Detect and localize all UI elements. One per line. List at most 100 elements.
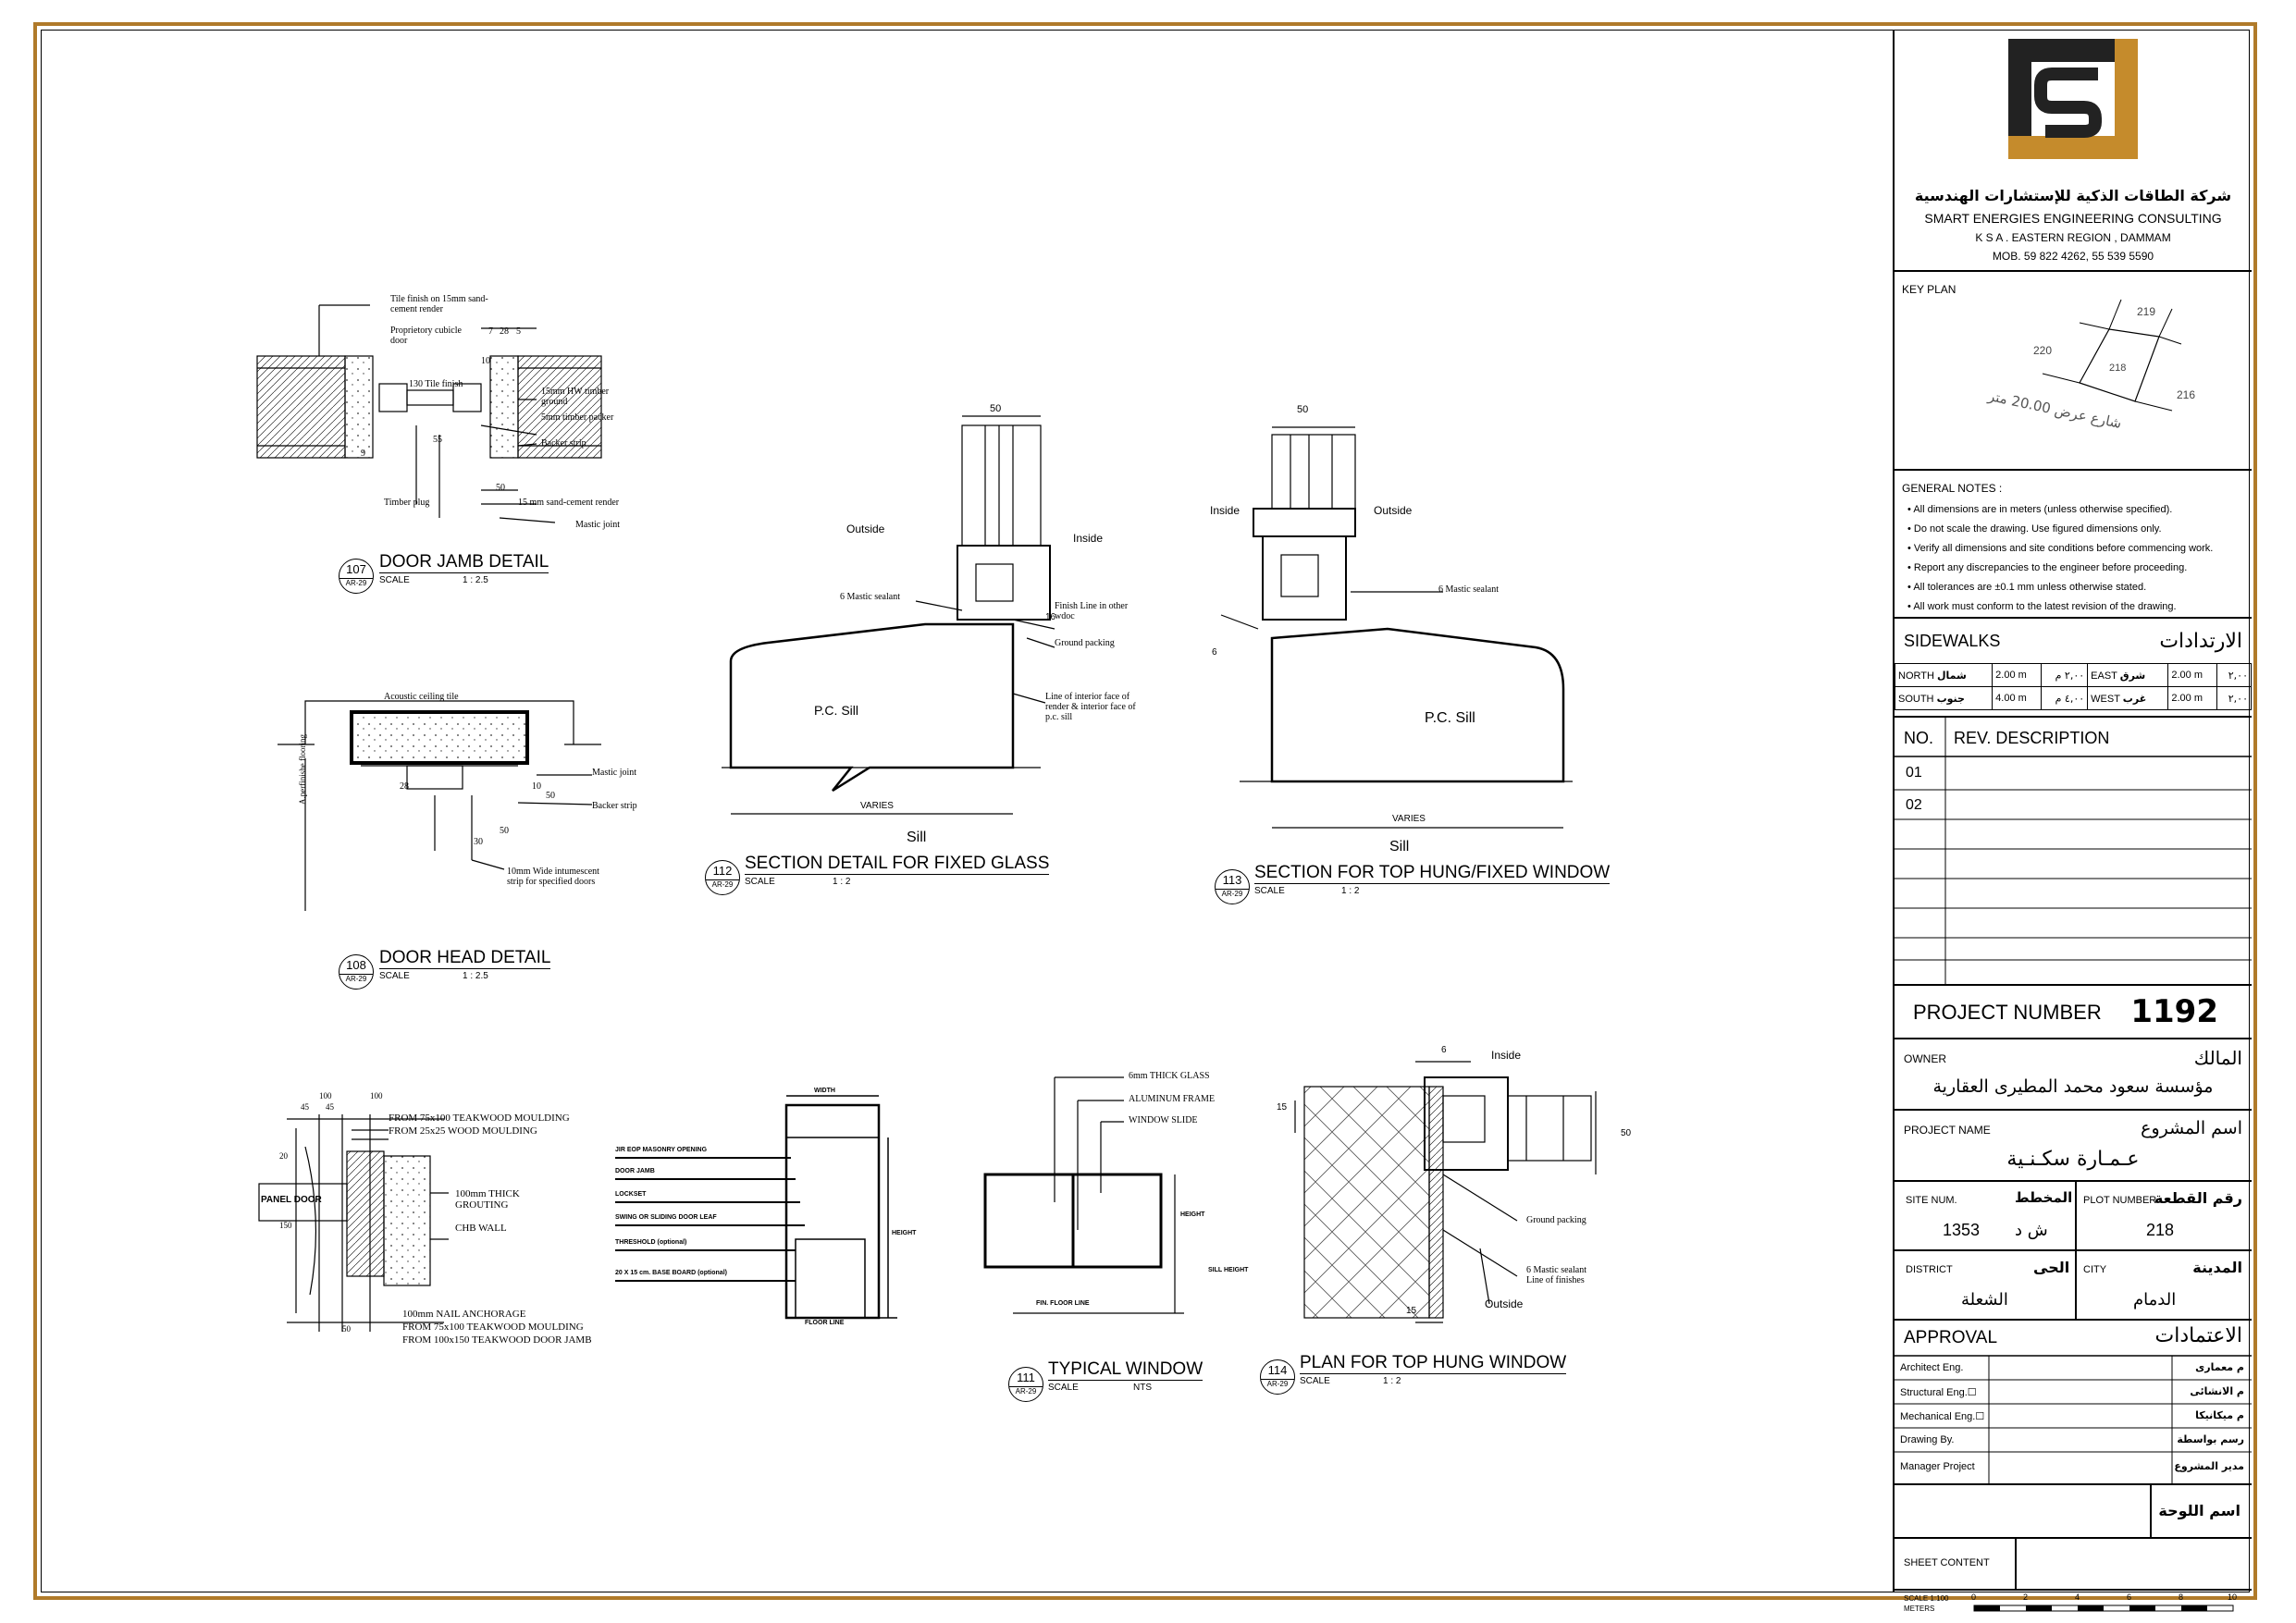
district-label-ar: الحى bbox=[2033, 1259, 2070, 1276]
owner-block: OWNER المالك مؤسسة سعود محمد المطيرى الع… bbox=[1895, 1039, 2252, 1111]
sidewalks-title-ar: الارتدادات bbox=[2159, 630, 2242, 653]
jamb-dim-9: 9 bbox=[361, 449, 365, 459]
key-plan-title: KEY PLAN bbox=[1902, 283, 1957, 296]
plan-dim-15b: 15 bbox=[1406, 1306, 1417, 1316]
panel-dim-20: 20 bbox=[279, 1151, 288, 1161]
west-value: 2.00 m bbox=[2167, 686, 2218, 710]
detail-scale-label-108: SCALE bbox=[379, 971, 410, 981]
district-value: الشعلة bbox=[1961, 1290, 2008, 1309]
window-height: HEIGHT bbox=[1180, 1211, 1205, 1218]
plan-dim-6: 6 bbox=[1441, 1045, 1447, 1055]
company-block: شركة الطاقات الذكية للإستشارات الهندسية … bbox=[1895, 30, 2252, 272]
panel-callout-moulding: FROM 75x100 TEAKWOOD MOULDING bbox=[402, 1322, 584, 1333]
jamb-dim-10: 10 bbox=[481, 356, 490, 366]
site-num-value: 1353 bbox=[1943, 1221, 1981, 1239]
approval-mechanical-label: Mechanical Eng.☐ bbox=[1900, 1411, 1985, 1422]
north-value: 2.00 m bbox=[1992, 663, 2043, 687]
sheet-content-label: SHEET CONTENT bbox=[1904, 1557, 1990, 1568]
south-value-ar: ٤,٠٠ م bbox=[2041, 686, 2089, 710]
approval-title-en: APPROVAL bbox=[1904, 1328, 1998, 1347]
west-value-ar: ٢,٠٠ bbox=[2216, 686, 2252, 710]
scale-tick-0: 0 bbox=[1971, 1592, 1977, 1602]
tophung-outside-label: Outside bbox=[1374, 504, 1413, 517]
head-callout-mastic: Mastic joint bbox=[592, 768, 637, 778]
fixed-sill-label: Sill bbox=[907, 830, 927, 845]
fixed-glass-section-drawing bbox=[722, 415, 1055, 815]
head-dim-50a: 50 bbox=[546, 791, 555, 801]
detail-scale-label-107: SCALE bbox=[379, 575, 410, 585]
company-region: K S A . EASTERN REGION , DAMMAM bbox=[1975, 231, 2171, 244]
owner-label: OWNER bbox=[1904, 1052, 1946, 1065]
panel-dim-100b: 100 bbox=[370, 1091, 383, 1100]
general-notes-block: GENERAL NOTES : • All dimensions are in … bbox=[1895, 471, 2252, 619]
detail-scale-label-113: SCALE bbox=[1254, 886, 1285, 896]
panel-door-detail-drawing bbox=[258, 1114, 449, 1332]
window-callout-slide: WINDOW SLIDE bbox=[1129, 1115, 1198, 1125]
opening-callout-1: JIR EOP MASONRY OPENING bbox=[615, 1147, 708, 1153]
detail-title-113: SECTION FOR TOP HUNG/FIXED WINDOW bbox=[1254, 863, 1611, 884]
general-note-5: • All tolerances are ±0.1 mm unless othe… bbox=[1907, 582, 2147, 593]
panel-dim-100a: 100 bbox=[319, 1091, 332, 1100]
panel-dim-50: 50 bbox=[342, 1324, 351, 1334]
fixed-callout-packing: Ground packing bbox=[1055, 638, 1115, 648]
fixed-callout-mastic: 6 Mastic sealant bbox=[840, 592, 900, 602]
project-name: عـمـارة سكـنـية bbox=[2006, 1148, 2140, 1171]
opening-callout-3: LOCKSET bbox=[615, 1191, 647, 1198]
jamb-dim-55: 55 bbox=[433, 435, 442, 445]
panel-door-label: PANEL DOOR bbox=[261, 1195, 322, 1205]
project-name-label: PROJECT NAME bbox=[1904, 1124, 1991, 1137]
plan-callout-mastic: 6 Mastic sealant Line of finishes bbox=[1526, 1265, 1586, 1285]
opening-callout-5: THRESHOLD (optional) bbox=[615, 1239, 687, 1246]
plot-number-label: PLOT NUMBER bbox=[2083, 1195, 2157, 1206]
approval-drawing-by-label: Drawing By. bbox=[1900, 1434, 1955, 1445]
revisions-no-header: NO. bbox=[1904, 729, 1934, 747]
plan-dim-15a: 15 bbox=[1277, 1102, 1288, 1113]
detail-title-111: TYPICAL WINDOW bbox=[1048, 1359, 1204, 1381]
detail-scale-114: 1 : 2 bbox=[1383, 1376, 1401, 1386]
approval-grid bbox=[1895, 1355, 2252, 1485]
key-plan-plot-218: 218 bbox=[2109, 363, 2127, 374]
approval-architect-label-ar: م معمارى bbox=[2195, 1361, 2244, 1373]
scale-bar-block: SCALE 1:100 METERS 0 2 4 6 8 10 bbox=[1895, 1591, 2252, 1622]
tophung-varies: VARIES bbox=[1392, 814, 1426, 824]
approval-architect-label: Architect Eng. bbox=[1900, 1362, 1964, 1373]
plan-dim-50: 50 bbox=[1621, 1128, 1632, 1138]
head-dim-30: 30 bbox=[474, 837, 483, 847]
panel-dim-150: 150 bbox=[279, 1221, 292, 1230]
general-note-1: • All dimensions are in meters (unless o… bbox=[1907, 504, 2173, 515]
detail-title-107: DOOR JAMB DETAIL bbox=[379, 552, 549, 573]
jamb-callout-render: 15 mm sand-cement render bbox=[518, 498, 620, 508]
detail-scale-107: 1 : 2.5 bbox=[463, 575, 488, 585]
owner-label-ar: المالك bbox=[2193, 1047, 2242, 1069]
key-plan-diagram bbox=[2042, 299, 2182, 412]
fixed-outside-label: Outside bbox=[846, 523, 885, 535]
detail-title-108: DOOR HEAD DETAIL bbox=[379, 948, 551, 969]
window-callout-glass: 6mm THICK GLASS bbox=[1129, 1071, 1210, 1081]
company-name-ar: شركة الطاقات الذكية للإستشارات الهندسية bbox=[1914, 187, 2232, 204]
north-label: NORTH شمال bbox=[1894, 663, 1994, 687]
approval-structural-label: Structural Eng.☐ bbox=[1900, 1387, 1977, 1398]
general-note-3: • Verify all dimensions and site conditi… bbox=[1907, 543, 2214, 554]
site-plot-block: SITE NUM. المخطط 1353 ش د PLOT NUMBER رق… bbox=[1895, 1182, 2252, 1251]
fixed-callout-finish: Finish Line in other wdoc bbox=[1055, 601, 1129, 621]
site-num-label-ar: المخطط bbox=[2015, 1189, 2073, 1206]
owner-name: مؤسسة سعود محمد المطيرى العقارية bbox=[1932, 1076, 2214, 1097]
head-dim-50b: 50 bbox=[500, 826, 509, 836]
window-floor-line: FIN. FLOOR LINE bbox=[1036, 1300, 1090, 1307]
approval-block: APPROVAL الاعتمادات Architect Eng. م معم… bbox=[1895, 1321, 2252, 1485]
opening-callout-2: DOOR JAMB bbox=[615, 1168, 655, 1174]
scale-tick-2: 2 bbox=[2023, 1592, 2029, 1602]
jamb-dim-5: 5 bbox=[516, 326, 521, 337]
north-value-ar: ٢,٠٠ م bbox=[2041, 663, 2089, 687]
detail-scale-label-112: SCALE bbox=[745, 877, 775, 887]
panel-callout-grouting: 100mm THICK GROUTING bbox=[455, 1188, 520, 1211]
window-callout-frame: ALUMINUM FRAME bbox=[1129, 1094, 1216, 1104]
plan-callout-packing: Ground packing bbox=[1526, 1215, 1586, 1225]
jamb-dim-7: 7 bbox=[488, 326, 493, 337]
